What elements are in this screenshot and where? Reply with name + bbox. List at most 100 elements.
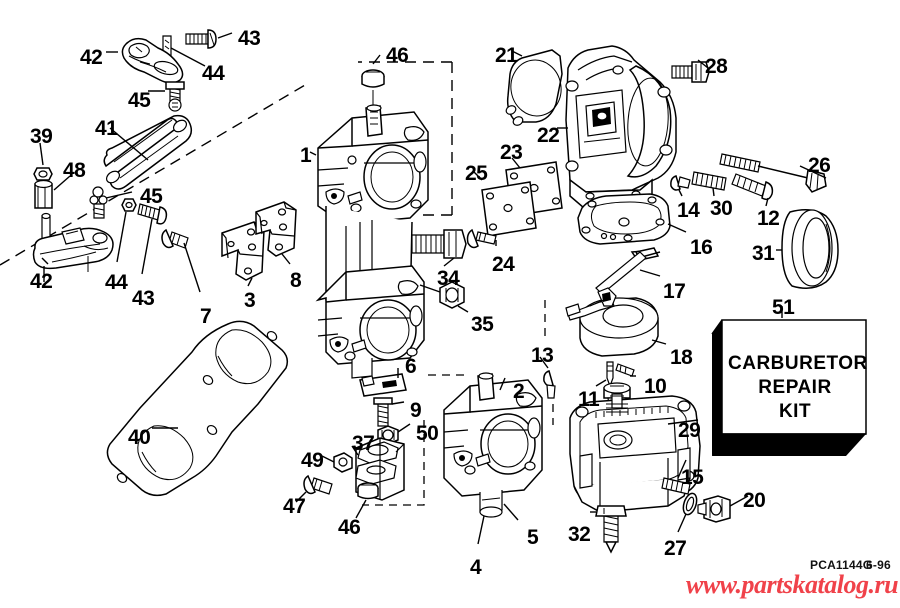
part-9-screw — [373, 397, 405, 427]
part-41-link-rod — [103, 114, 193, 190]
callout-34: 34 — [437, 267, 460, 290]
callout-42-top: 42 — [80, 46, 103, 69]
part-43-screw-lower — [137, 203, 168, 275]
part-15-spring — [661, 459, 691, 495]
part-48-bushing — [34, 175, 71, 209]
callout-16: 16 — [690, 236, 713, 259]
callout-46-top: 46 — [386, 44, 409, 67]
callout-44-lower: 44 — [105, 271, 128, 294]
part-18-float-cap — [565, 287, 667, 357]
callout-1: 1 — [300, 144, 312, 167]
part-8-bracket — [255, 201, 297, 265]
callout-28: 28 — [705, 55, 728, 78]
site-watermark: www.partskatalog.ru — [686, 570, 899, 599]
part-24-screw — [466, 228, 497, 249]
part-49-nut — [321, 452, 353, 473]
callout-31: 31 — [752, 242, 775, 265]
part-22-intake-housing — [557, 45, 677, 209]
callout-45-top: 45 — [128, 89, 151, 112]
callout-10: 10 — [644, 375, 667, 398]
part-40-flange-gasket — [106, 320, 289, 497]
part-13-screw — [539, 356, 556, 399]
callout-43-lower: 43 — [132, 287, 155, 310]
callout-23: 23 — [500, 141, 523, 164]
callout-40: 40 — [128, 426, 151, 449]
callout-15: 15 — [681, 466, 704, 489]
callout-12: 12 — [757, 207, 780, 230]
part-12-screw — [731, 173, 774, 207]
callout-42-lower: 42 — [30, 270, 53, 293]
part-21-gasket — [505, 49, 563, 126]
callout-24: 24 — [492, 253, 515, 276]
part-45-screw-upper — [148, 81, 185, 112]
part-20-plug — [697, 495, 749, 523]
part-34-bolt — [411, 229, 467, 267]
callout-50: 50 — [416, 422, 439, 445]
callout-8: 8 — [290, 269, 302, 292]
part-51-repair-kit-box — [711, 306, 867, 456]
callout-3: 3 — [244, 289, 256, 312]
callout-14: 14 — [677, 199, 700, 222]
callout-43-top: 43 — [238, 27, 261, 50]
part-31-seal-boot — [776, 209, 839, 289]
drawing-id: PCA1144G — [810, 558, 873, 572]
callout-35: 35 — [471, 313, 494, 336]
part-14-screw — [670, 175, 691, 197]
part-17-shaft — [595, 247, 661, 295]
callout-26: 26 — [808, 154, 831, 177]
part-7-screw-upper — [161, 228, 201, 293]
callout-17: 17 — [663, 280, 686, 303]
callout-6: 6 — [405, 355, 417, 378]
part-25-plate — [473, 171, 537, 237]
part-39-nut — [33, 142, 53, 181]
callout-49: 49 — [301, 449, 324, 472]
part-42-lever-lower — [32, 212, 114, 282]
callout-46-lower: 46 — [338, 516, 361, 539]
part-16-gasket — [577, 193, 687, 245]
callout-39: 39 — [30, 125, 53, 148]
part-46-plug-upper — [361, 54, 385, 110]
part-26-bolt-long — [719, 153, 827, 193]
part-44-washer-lower — [116, 198, 137, 263]
callout-9: 9 — [410, 399, 422, 422]
part-1-carburetor-body — [309, 104, 429, 379]
drawing-date: 6-96 — [866, 558, 891, 572]
callout-32: 32 — [568, 523, 591, 546]
part-47-screw — [295, 474, 333, 503]
callout-20: 20 — [743, 489, 766, 512]
callout-30: 30 — [710, 197, 733, 220]
part-28-bolt — [671, 59, 710, 83]
part-43-screw-top — [185, 29, 233, 49]
callout-51: 51 — [772, 296, 795, 319]
part-2-carburetor-body-lower — [443, 372, 543, 545]
part-30-spring — [691, 171, 727, 197]
callout-18: 18 — [670, 346, 693, 369]
callout-45-lower: 45 — [140, 185, 163, 208]
callout-37: 37 — [352, 432, 375, 455]
callout-13: 13 — [531, 344, 554, 367]
part-35-nut — [419, 281, 469, 313]
callout-4: 4 — [470, 556, 482, 579]
part-32-screw — [590, 505, 627, 554]
callout-5: 5 — [527, 526, 539, 549]
callout-22: 22 — [537, 124, 560, 147]
callout-2: 2 — [513, 380, 525, 403]
part-6-link-plate — [359, 368, 407, 397]
callout-25: 25 — [465, 162, 488, 185]
repair-kit-box-text: CARBURETOR REPAIR KIT — [728, 353, 868, 422]
part-45-fitting-lower — [89, 186, 133, 219]
callout-47: 47 — [283, 495, 306, 518]
callout-29: 29 — [678, 419, 701, 442]
callout-11: 11 — [578, 388, 600, 411]
part-46-plug-lower — [355, 482, 379, 519]
part-27-o-ring — [677, 492, 698, 533]
callout-7-upper: 7 — [200, 305, 212, 328]
part-42-lever-upper — [106, 37, 184, 84]
callout-41: 41 — [95, 117, 118, 140]
part-29-float-bowl — [569, 393, 701, 513]
callout-27: 27 — [664, 537, 687, 560]
callout-21: 21 — [495, 44, 518, 67]
callout-48: 48 — [63, 159, 86, 182]
